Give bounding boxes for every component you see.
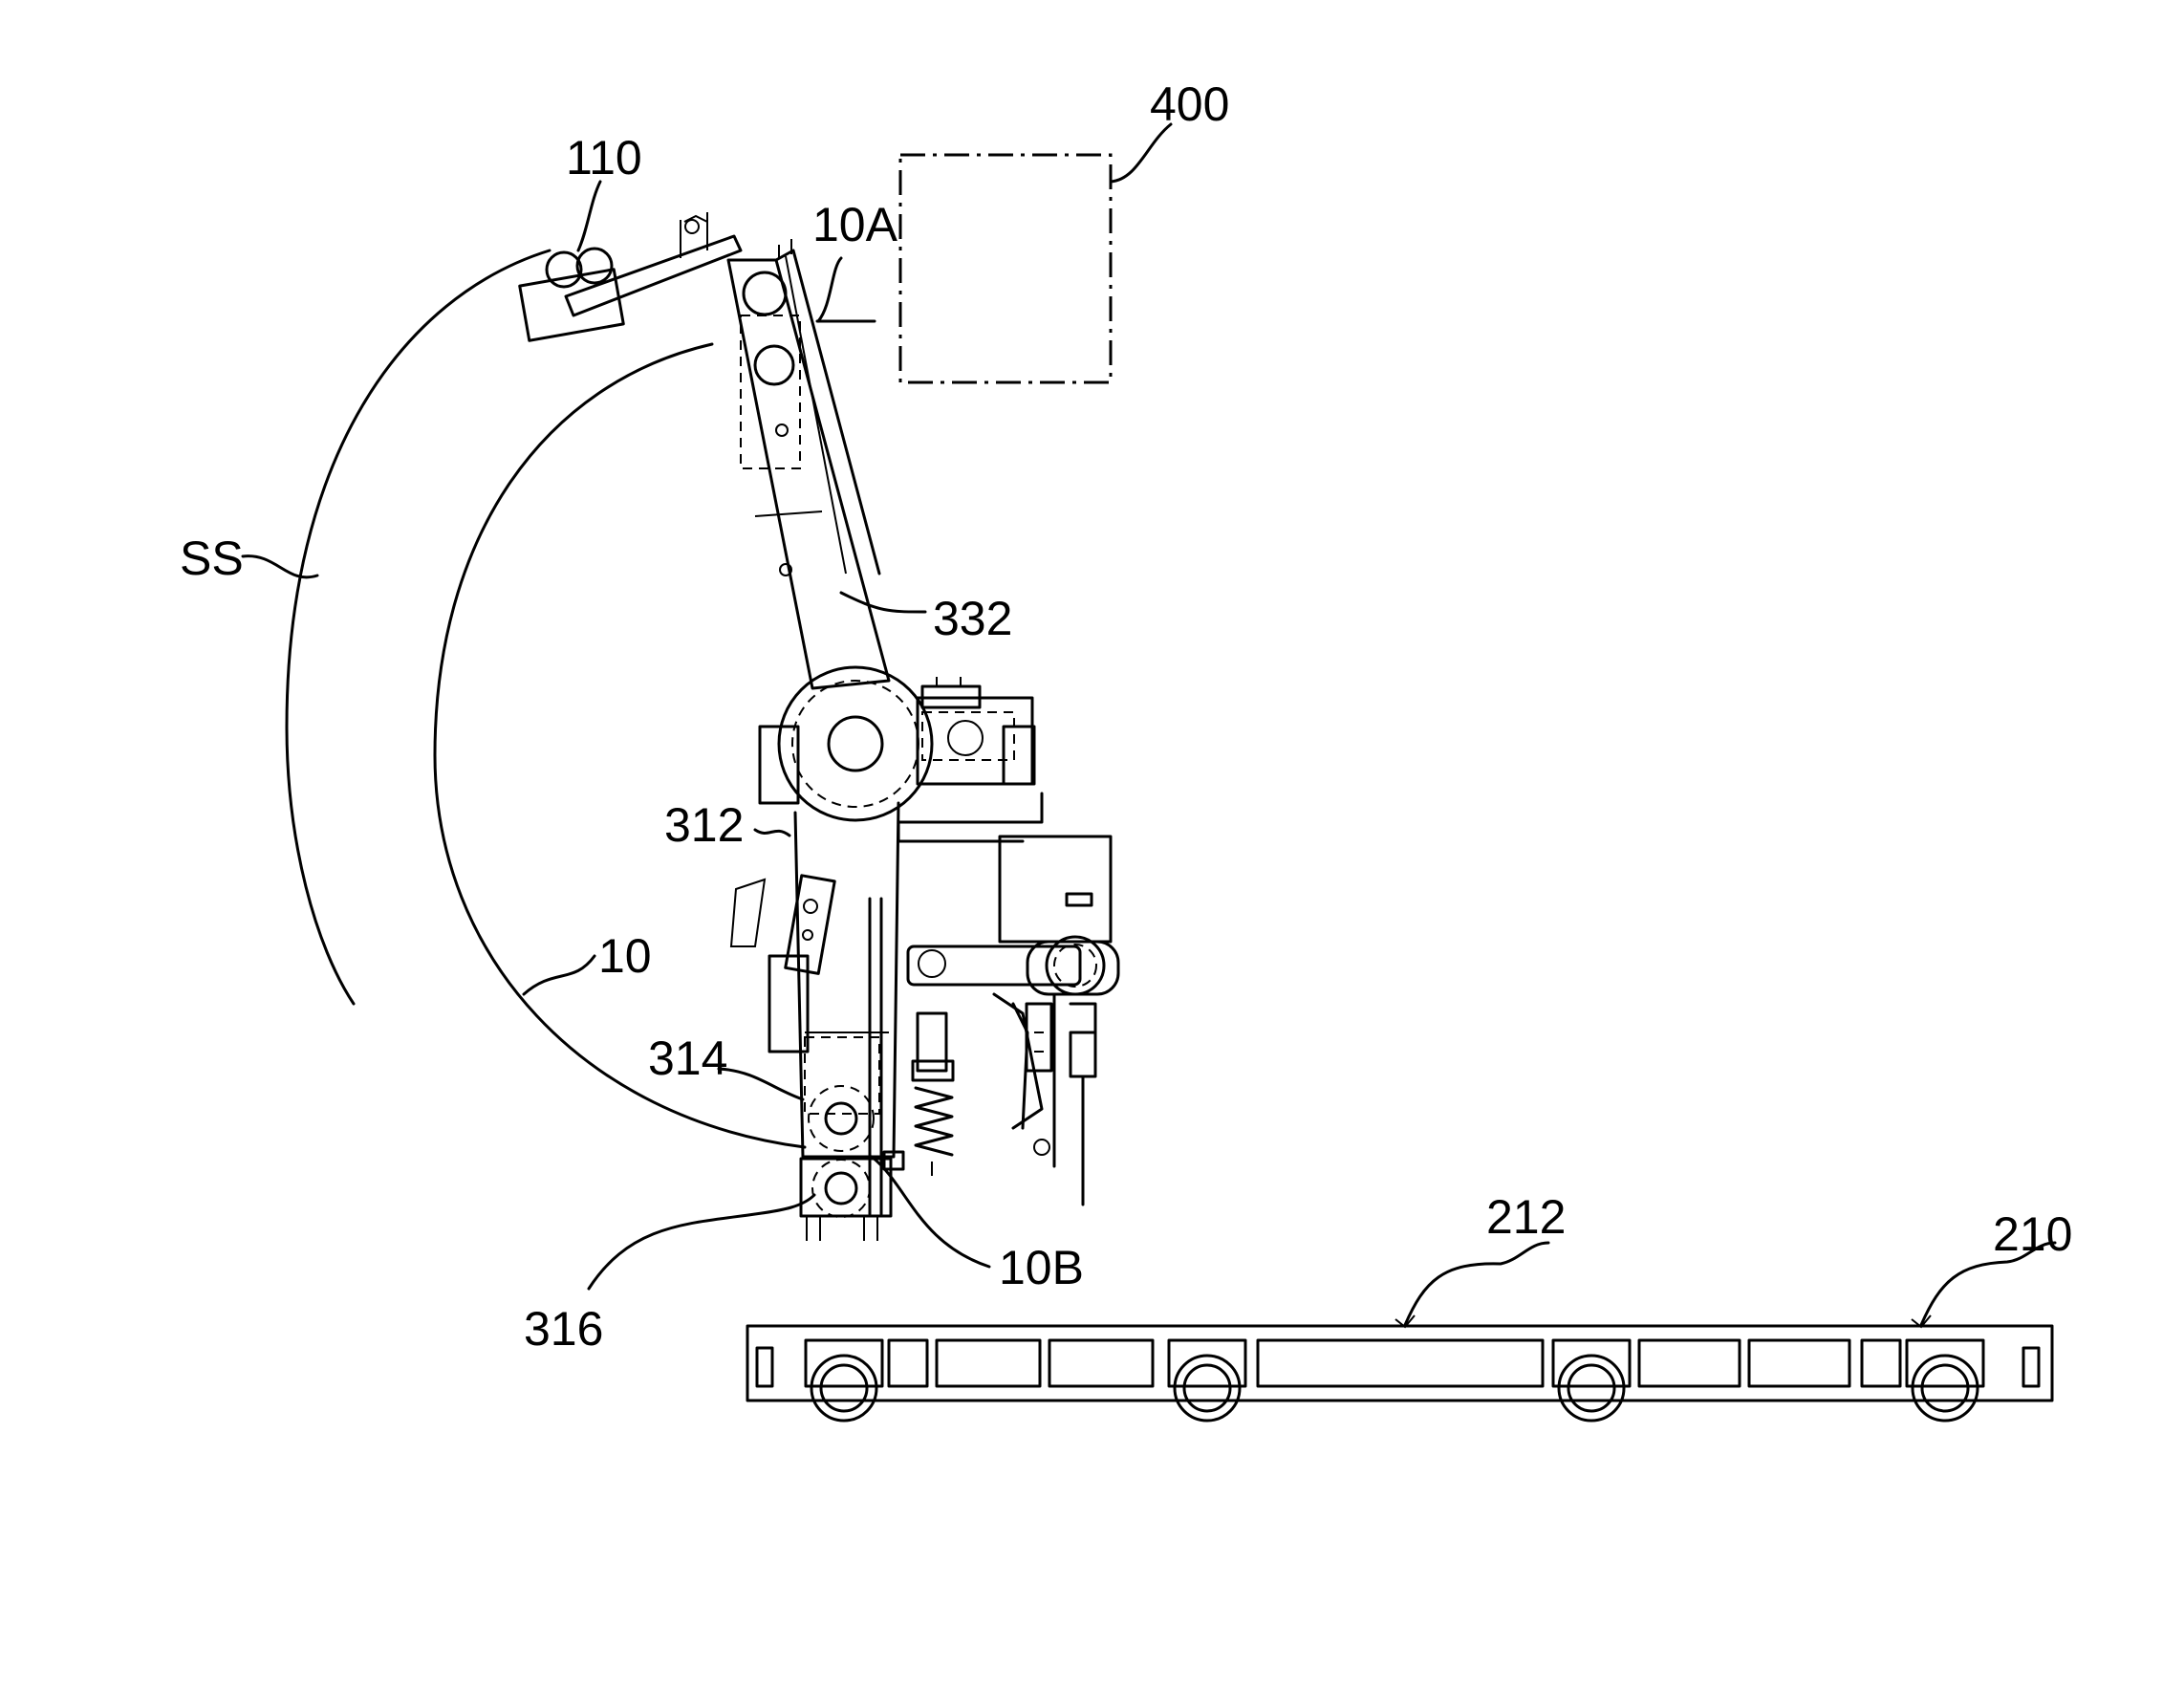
label-10: 10 bbox=[598, 929, 652, 983]
label-210: 210 bbox=[1993, 1207, 2072, 1261]
label-SS: SS bbox=[180, 532, 244, 585]
label-312: 312 bbox=[664, 798, 744, 852]
component-400-box bbox=[900, 124, 1171, 382]
joint-314 bbox=[719, 1069, 874, 1151]
gripper-110 bbox=[520, 182, 741, 340]
arc-10 bbox=[435, 344, 805, 1147]
lower-arm-312 bbox=[731, 793, 1042, 1157]
label-212: 212 bbox=[1486, 1190, 1566, 1244]
leader-10B bbox=[872, 1157, 989, 1267]
arc-SS bbox=[243, 250, 550, 1004]
label-314: 314 bbox=[648, 1032, 727, 1085]
label-316: 316 bbox=[524, 1302, 603, 1356]
label-110: 110 bbox=[566, 131, 642, 185]
joint-316 bbox=[589, 1152, 903, 1289]
drive-mechanism bbox=[908, 836, 1118, 1205]
shoulder-joint bbox=[760, 667, 1034, 820]
label-332: 332 bbox=[933, 592, 1012, 645]
label-10B: 10B bbox=[999, 1241, 1084, 1294]
conveyor-wheels bbox=[811, 1356, 1978, 1421]
label-400: 400 bbox=[1150, 77, 1229, 131]
leader-10A bbox=[817, 258, 875, 321]
label-10A: 10A bbox=[812, 198, 898, 251]
conveyor-210 bbox=[747, 1243, 2055, 1421]
